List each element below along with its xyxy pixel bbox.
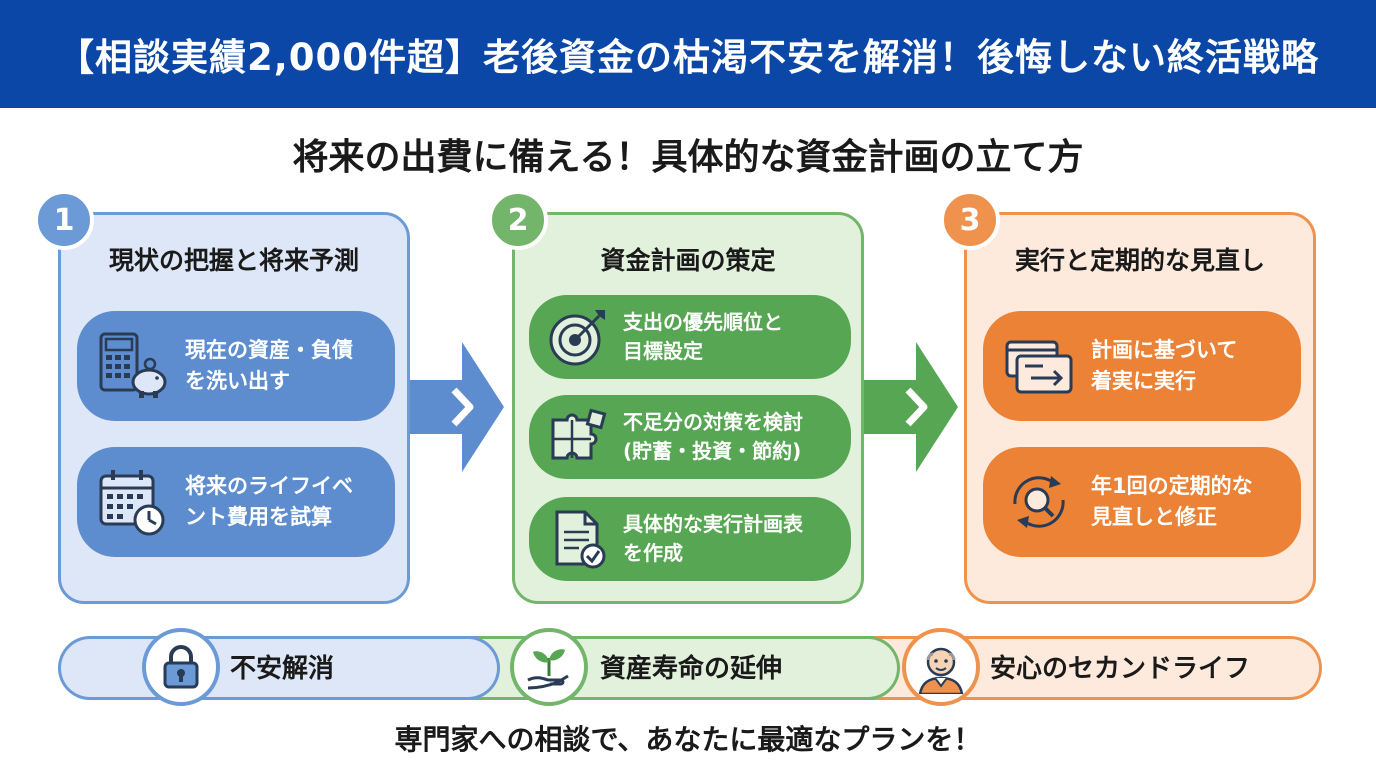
step-item-text: 年1回の定期的な 見直しと修正: [1091, 474, 1253, 529]
benefit-icon-badge: [510, 628, 588, 706]
benefit-icon-badge: [142, 628, 220, 706]
step-item-text: 支出の優先順位と 目標設定: [623, 310, 783, 363]
step-item-text: 現在の資産・負債 を洗い出す: [185, 338, 353, 393]
step-card-3: 実行と定期的な見直し 計画に基づいて 着実に実行 年1回の定期的な 見直しと修正: [964, 212, 1316, 604]
step-item-text: 不足分の対策を検討 (貯蓄・投資・節約): [623, 410, 803, 463]
page-subtitle: 将来の出費に備える！具体的な資金計画の立て方: [292, 137, 1084, 178]
step-item-text: 計画に基づいて 着実に実行: [1091, 338, 1238, 393]
step-item: 将来のライフイベ ント費用を試算: [77, 447, 395, 557]
step-item: 年1回の定期的な 見直しと修正: [983, 447, 1301, 557]
target-arrow-icon: [549, 310, 605, 366]
step-number-badge: 2: [488, 190, 548, 250]
step-number-badge: 1: [34, 190, 94, 250]
benefit-label: 安心のセカンドライフ: [990, 654, 1251, 684]
benefit-icon-badge: [902, 628, 980, 706]
benefit-bar-segment-end: [840, 636, 900, 700]
step-item-text: 具体的な実行計画表 を作成: [623, 512, 803, 565]
header-banner: 【相談実績2,000件超】老後資金の枯渇不安を解消！後悔しない終活戦略: [0, 0, 1376, 108]
page-title: 【相談実績2,000件超】老後資金の枯渇不安を解消！後悔しない終活戦略: [56, 36, 1320, 79]
benefit-label: 不安解消: [230, 654, 335, 684]
step-item: 不足分の対策を検討 (貯蓄・投資・節約): [529, 395, 851, 479]
step-title: 実行と定期的な見直し: [1014, 246, 1265, 275]
footer-message: 専門家への相談で、あなたに最適なプランを！: [394, 723, 982, 756]
step-title: 資金計画の策定: [600, 246, 776, 275]
benefit-label: 資産寿命の延伸: [600, 654, 783, 684]
magnifier-cycle-icon: [1013, 476, 1065, 528]
calendar-clock-icon: [99, 470, 165, 536]
calculator-piggy-bank-icon: [99, 332, 167, 398]
step-item: 支出の優先順位と 目標設定: [529, 295, 851, 379]
puzzle-icon: [551, 408, 607, 460]
padlock-icon: [163, 645, 199, 689]
document-check-icon: [555, 510, 606, 569]
step-number-badge: 3: [940, 190, 1000, 250]
step-item: 計画に基づいて 着実に実行: [983, 311, 1301, 421]
flow-arrow-icon: [410, 342, 504, 472]
step-item-text: 将来のライフイベ ント費用を試算: [185, 474, 353, 529]
step-title: 現状の把握と将来予測: [108, 246, 359, 275]
step-card-2: 資金計画の策定 支出の優先順位と 目標設定 不足分の対策を検討 (貯蓄・投資・節…: [512, 212, 864, 604]
benefit-bar-segment-end: [440, 636, 500, 700]
step-item: 現在の資産・負債 を洗い出す: [77, 311, 395, 421]
step-card-1: 現状の把握と将来予測 現在の資産・負債 を洗い出す: [58, 212, 410, 604]
sprout-hand-icon: [527, 649, 569, 690]
step-item: 具体的な実行計画表 を作成: [529, 497, 851, 581]
card-arrow-icon: [1005, 340, 1073, 394]
benefit-bar-segment: [58, 636, 478, 700]
flow-arrow-icon: [864, 342, 958, 472]
senior-person-icon: [918, 647, 964, 694]
